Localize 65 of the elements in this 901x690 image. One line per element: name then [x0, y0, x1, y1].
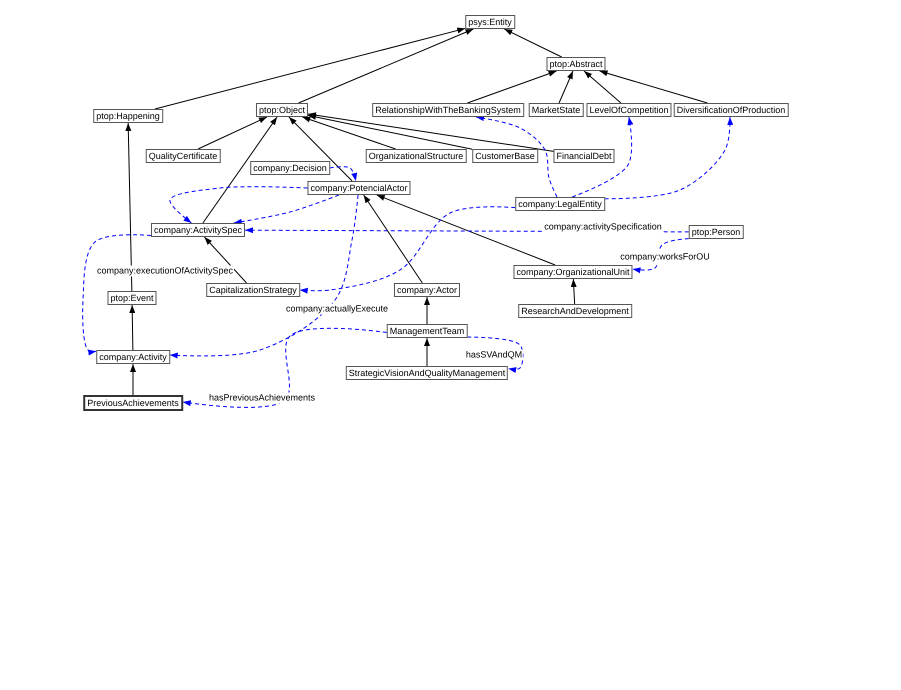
class-box: ManagementTeam: [386, 324, 468, 338]
arrow: [558, 70, 574, 104]
dashed-arrow: [82, 234, 152, 356]
edge-label: hasSVAndQM: [464, 350, 524, 360]
class-box: LevelOfCompetition: [586, 103, 672, 117]
edge-label: company:executionOfActivitySpec: [96, 266, 234, 276]
edge-label: hasPreviousAchievements: [208, 392, 316, 404]
arrow: [424, 296, 430, 324]
arrow: [584, 70, 622, 104]
class-box: ptop:Object: [256, 103, 308, 117]
dashed-arrow: [169, 194, 359, 358]
class-box: PreviousAchievements: [83, 395, 183, 411]
class-box: MarketState: [528, 103, 584, 117]
arrow: [376, 194, 556, 266]
class-box: ResearchAndDevelopment: [518, 304, 632, 318]
class-box: company:PotencialActor: [307, 181, 411, 195]
arrow: [129, 304, 136, 350]
arrow: [204, 236, 248, 284]
class-box: company:ActivitySpec: [150, 223, 246, 237]
class-box: ptop:Event: [107, 291, 157, 305]
dashed-arrow: [182, 328, 388, 408]
arrow: [308, 114, 473, 150]
arrow: [599, 70, 708, 104]
class-box: company:LegalEntity: [515, 197, 605, 211]
dashed-arrow: [572, 116, 634, 198]
arrow: [363, 194, 423, 284]
class-box: RelationshipWithTheBankingSystem: [372, 103, 524, 117]
class-box: DiversificationOfProduction: [674, 103, 788, 117]
class-box: company:Decision: [250, 161, 330, 175]
arrow: [308, 112, 554, 152]
class-box: ptop:Abstract: [546, 57, 606, 71]
class-box: company:Activity: [96, 350, 170, 364]
dashed-arrow: [466, 336, 524, 373]
arrow: [504, 28, 562, 58]
arrow: [466, 70, 558, 104]
class-box: FinancialDebt: [553, 149, 615, 163]
arrow: [298, 28, 474, 104]
dashed-arrow: [233, 194, 340, 225]
edge-label: company:activitySpecification: [543, 222, 663, 232]
edge-label: company:actuallyExecute: [284, 304, 390, 314]
arrow: [130, 364, 136, 396]
arrow: [302, 116, 396, 150]
arrow: [198, 116, 268, 150]
edge-label: company:worksForOU: [619, 252, 711, 262]
class-box: ptop:Happening: [93, 109, 163, 123]
class-box: CapitalizationStrategy: [206, 283, 300, 297]
class-box: OrganizationalStructure: [366, 149, 466, 163]
dashed-arrow: [299, 206, 516, 294]
dashed-arrow: [476, 115, 558, 198]
dashed-arrow: [604, 116, 734, 200]
class-box: psys:Entity: [465, 15, 515, 29]
arrow: [154, 28, 466, 110]
class-box: company:Actor: [394, 283, 460, 297]
class-box: QualityCertificate: [146, 149, 220, 163]
arrow: [288, 116, 353, 182]
dashed-arrow: [329, 166, 358, 182]
arrow: [570, 278, 577, 304]
dashed-arrow: [170, 186, 308, 224]
class-box: StrategicVisionAndQualityManagement: [346, 366, 508, 380]
arrow: [125, 122, 132, 292]
class-box: company:OrganizationalUnit: [513, 265, 633, 279]
arrow: [202, 116, 278, 224]
class-box: CustomerBase: [472, 149, 538, 163]
arrow: [424, 338, 430, 366]
class-box: ptop:Person: [688, 225, 744, 239]
